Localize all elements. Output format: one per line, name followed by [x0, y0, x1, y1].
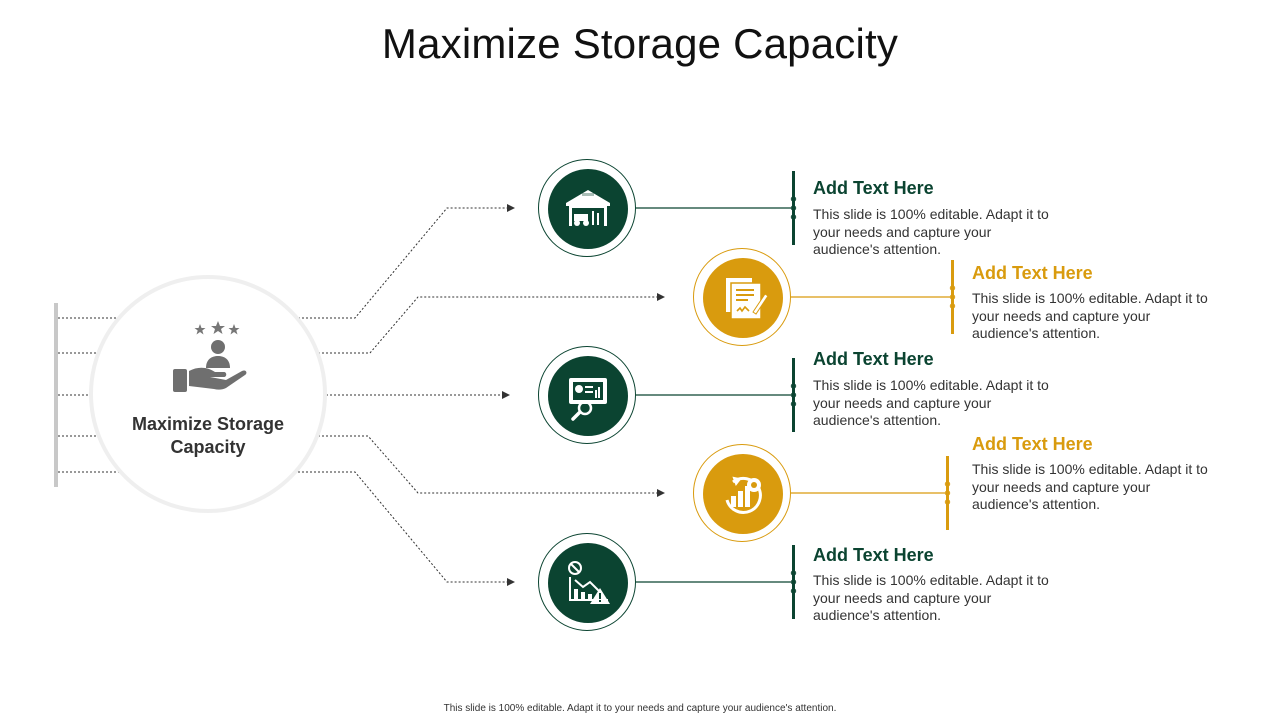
connector-arrow	[58, 204, 515, 319]
item-node-5	[538, 533, 636, 631]
item-body: This slide is 100% editable. Adapt it to…	[813, 206, 1049, 257]
item-accent-bar	[946, 456, 949, 530]
footer-note: This slide is 100% editable. Adapt it to…	[443, 703, 837, 714]
item-body: This slide is 100% editable. Adapt it to…	[972, 461, 1208, 512]
hub-label: Maximize Storage Capacity	[131, 414, 285, 457]
item-title: Add Text Here	[972, 263, 1093, 283]
item-node-1	[538, 159, 636, 257]
item-title: Add Text Here	[813, 545, 934, 565]
slide-title: Maximize Storage Capacity	[381, 20, 899, 67]
declining-chart-warning-icon	[568, 561, 610, 604]
document-signature-icon	[726, 278, 769, 320]
left-bar	[54, 303, 58, 487]
item-node-2	[693, 248, 791, 346]
hub-circle	[89, 275, 327, 513]
item-accent-bar	[792, 358, 795, 432]
warehouse-icon	[566, 190, 610, 226]
connector-arrow	[58, 471, 515, 586]
item-node-3	[538, 346, 636, 444]
item-body: This slide is 100% editable. Adapt it to…	[813, 572, 1049, 623]
connector-arrow	[58, 435, 665, 497]
item-accent-bar	[792, 171, 795, 245]
item-title: Add Text Here	[813, 178, 934, 198]
item-title: Add Text Here	[972, 434, 1093, 454]
item-node-4	[693, 444, 791, 542]
analytics-search-icon	[569, 378, 607, 421]
growth-chart-gear-icon	[725, 476, 762, 514]
item-body: This slide is 100% editable. Adapt it to…	[972, 290, 1208, 341]
item-accent-bar	[792, 545, 795, 619]
item-body: This slide is 100% editable. Adapt it to…	[813, 377, 1049, 428]
hand-person-stars-icon	[173, 321, 247, 392]
item-title: Add Text Here	[813, 349, 934, 369]
item-accent-bar	[951, 260, 954, 334]
